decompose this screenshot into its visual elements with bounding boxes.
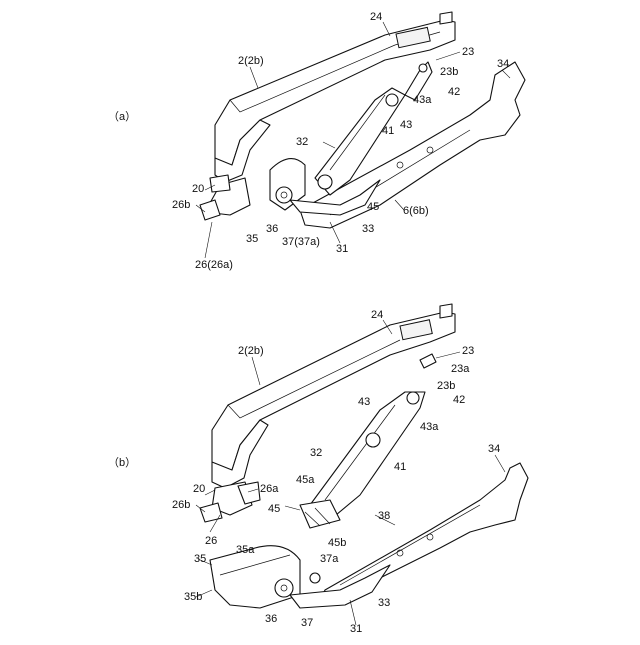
callout-b-37a: 37a (320, 553, 339, 565)
panel-a: （a） (108, 11, 525, 271)
callout-a-2: 2(2b) (238, 55, 264, 67)
callout-b-38: 38 (378, 510, 390, 522)
callout-b-35b: 35b (184, 591, 202, 603)
callout-a-31: 31 (336, 243, 348, 255)
callout-a-26: 26(26a) (195, 259, 233, 271)
callout-a-32: 32 (296, 136, 308, 148)
callout-b-23a: 23a (451, 363, 470, 375)
panel-a-label: （a） (108, 110, 136, 123)
callout-b-37: 37 (301, 617, 313, 629)
callout-a-33: 33 (362, 223, 374, 235)
callout-a-23b: 23b (440, 66, 458, 78)
callout-a-26b: 26b (172, 199, 190, 211)
callout-b-41: 41 (394, 461, 406, 473)
callout-b-36: 36 (265, 613, 277, 625)
clip-26-b (200, 482, 260, 522)
callout-b-20: 20 (193, 483, 205, 495)
callout-b-34: 34 (488, 443, 500, 455)
link-arm-32-b (300, 392, 425, 528)
callout-b-23: 23 (462, 345, 474, 357)
bracket-23-b (420, 354, 436, 368)
callout-b-26: 26 (205, 535, 217, 547)
callout-b-33: 33 (378, 597, 390, 609)
callout-b-43a: 43a (420, 421, 439, 433)
callout-b-26b: 26b (172, 499, 190, 511)
callout-b-43: 43 (358, 396, 370, 408)
callout-a-6: 6(6b) (403, 205, 429, 217)
callout-a-45: 45 (367, 201, 379, 213)
callout-a-20: 20 (192, 183, 204, 195)
callout-a-24: 24 (370, 11, 382, 23)
callout-a-23: 23 (462, 46, 474, 58)
callout-a-36: 36 (266, 223, 278, 235)
callout-b-24: 24 (371, 309, 383, 321)
callout-b-23b: 23b (437, 380, 455, 392)
callout-a-42: 42 (448, 86, 460, 98)
callout-b-32: 32 (310, 447, 322, 459)
callout-a-34: 34 (497, 58, 509, 70)
callout-b-45: 45 (268, 503, 280, 515)
callout-a-41: 41 (382, 125, 394, 137)
callout-b-35: 35 (194, 553, 206, 565)
callout-b-35a: 35a (236, 544, 255, 556)
panel-b: （b） (108, 304, 528, 635)
callout-a-43a: 43a (413, 94, 432, 106)
callout-b-45a: 45a (296, 474, 315, 486)
panel-b-label: （b） (108, 456, 136, 469)
callout-b-26a: 26a (260, 483, 279, 495)
callout-a-35: 35 (246, 233, 258, 245)
callout-a-43: 43 (400, 119, 412, 131)
callout-b-42: 42 (453, 394, 465, 406)
callout-b-45b: 45b (328, 537, 346, 549)
callout-a-37: 37(37a) (282, 236, 320, 248)
callout-b-2: 2(2b) (238, 345, 264, 357)
